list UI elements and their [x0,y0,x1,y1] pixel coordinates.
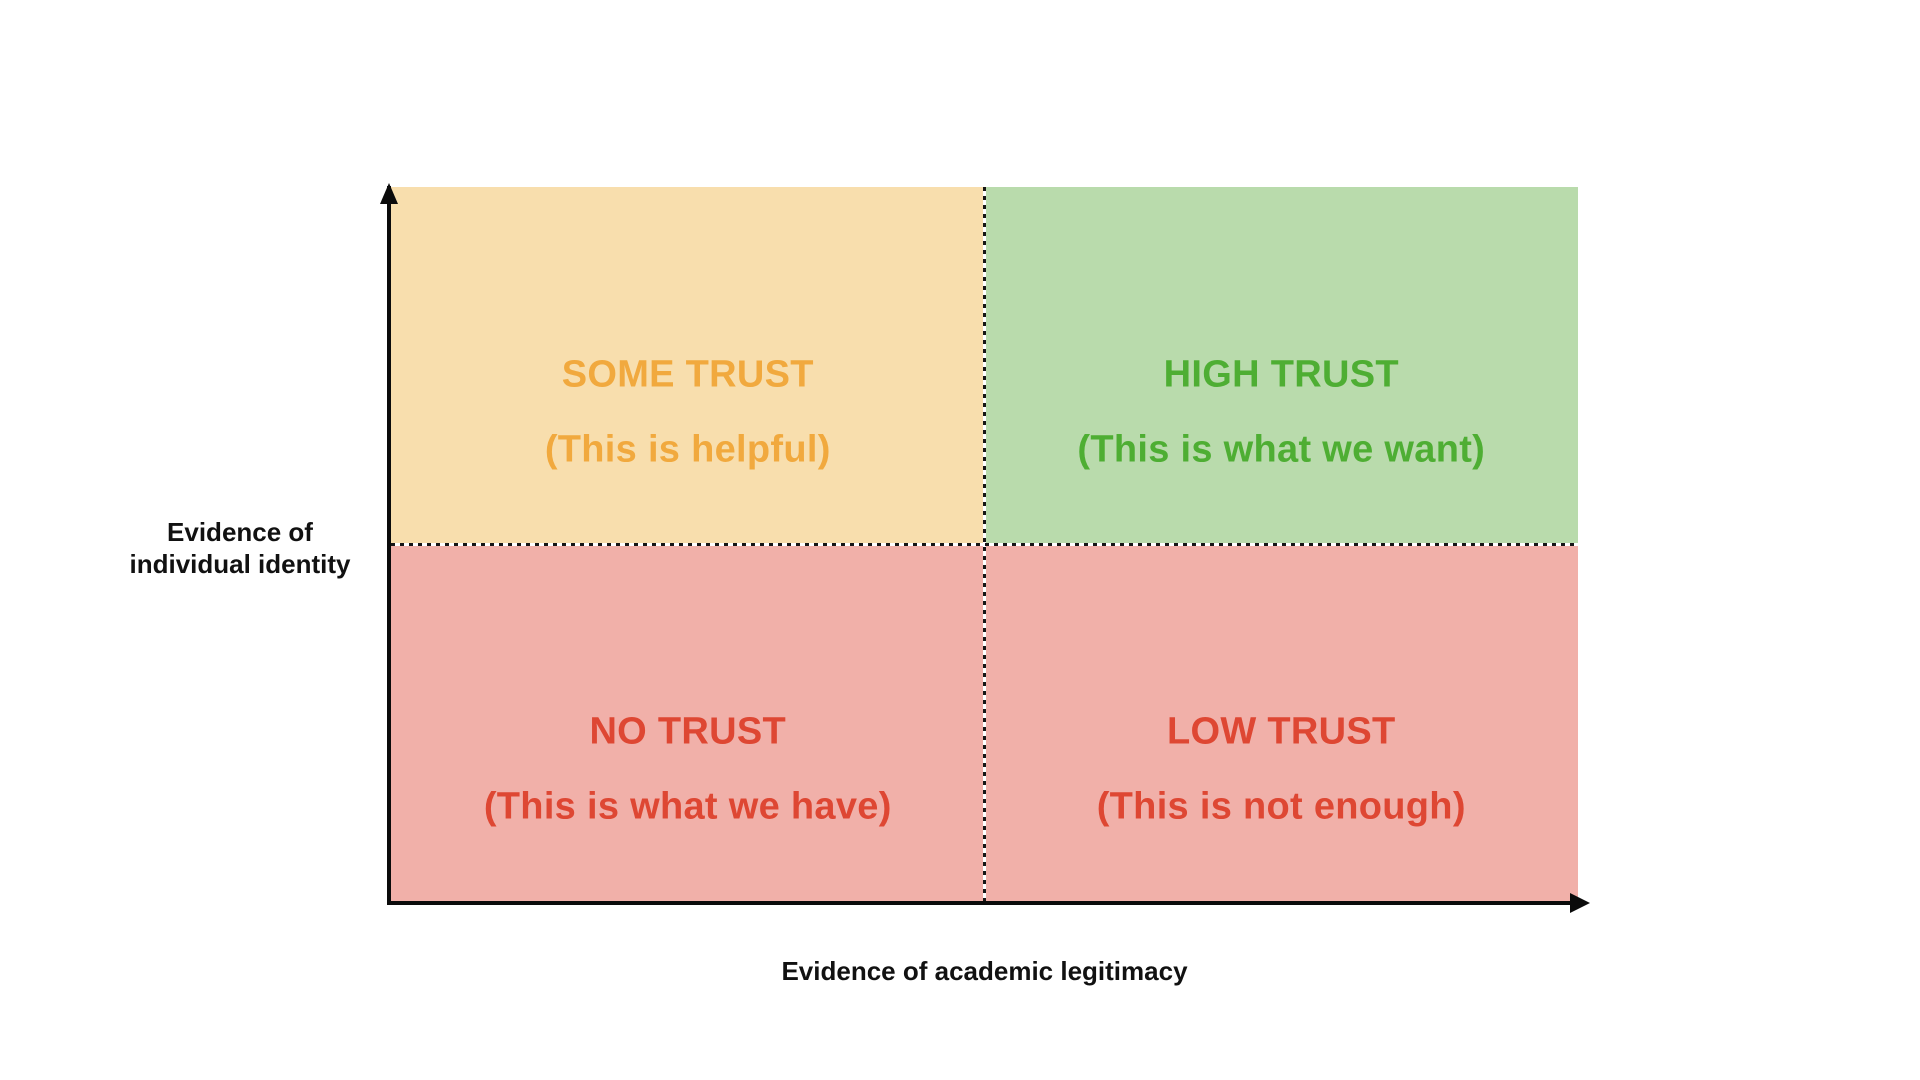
quadrant-high-trust: HIGH TRUST (This is what we want) [984,187,1578,545]
x-axis-line [387,901,1572,905]
quadrant-subtitle: (This is not enough) [1096,785,1466,828]
quadrant-grid: SOME TRUST (This is helpful) HIGH TRUST … [391,187,1578,902]
quadrant-no-trust: NO TRUST (This is what we have) [391,544,985,902]
quadrant-title: LOW TRUST [1166,710,1396,753]
y-axis-label: Evidence of individual identity [129,517,351,579]
quadrant-title: HIGH TRUST [1163,353,1399,396]
quadrant-subtitle: (This is helpful) [544,428,831,471]
quadrant-some-trust: SOME TRUST (This is helpful) [391,187,985,545]
y-axis-line [387,186,391,903]
x-axis-arrowhead-icon [1570,893,1590,913]
quadrant-subtitle: (This is what we want) [1077,428,1486,471]
quadrant-title: SOME TRUST [561,353,814,396]
horizontal-dotted-divider [391,543,1578,546]
quadrant-title: NO TRUST [589,710,787,753]
x-axis-label: Evidence of academic legitimacy [781,956,1188,986]
quadrant-subtitle: (This is what we have) [483,785,892,828]
y-axis-arrowhead-icon [380,183,398,204]
quadrant-low-trust: LOW TRUST (This is not enough) [984,544,1578,902]
